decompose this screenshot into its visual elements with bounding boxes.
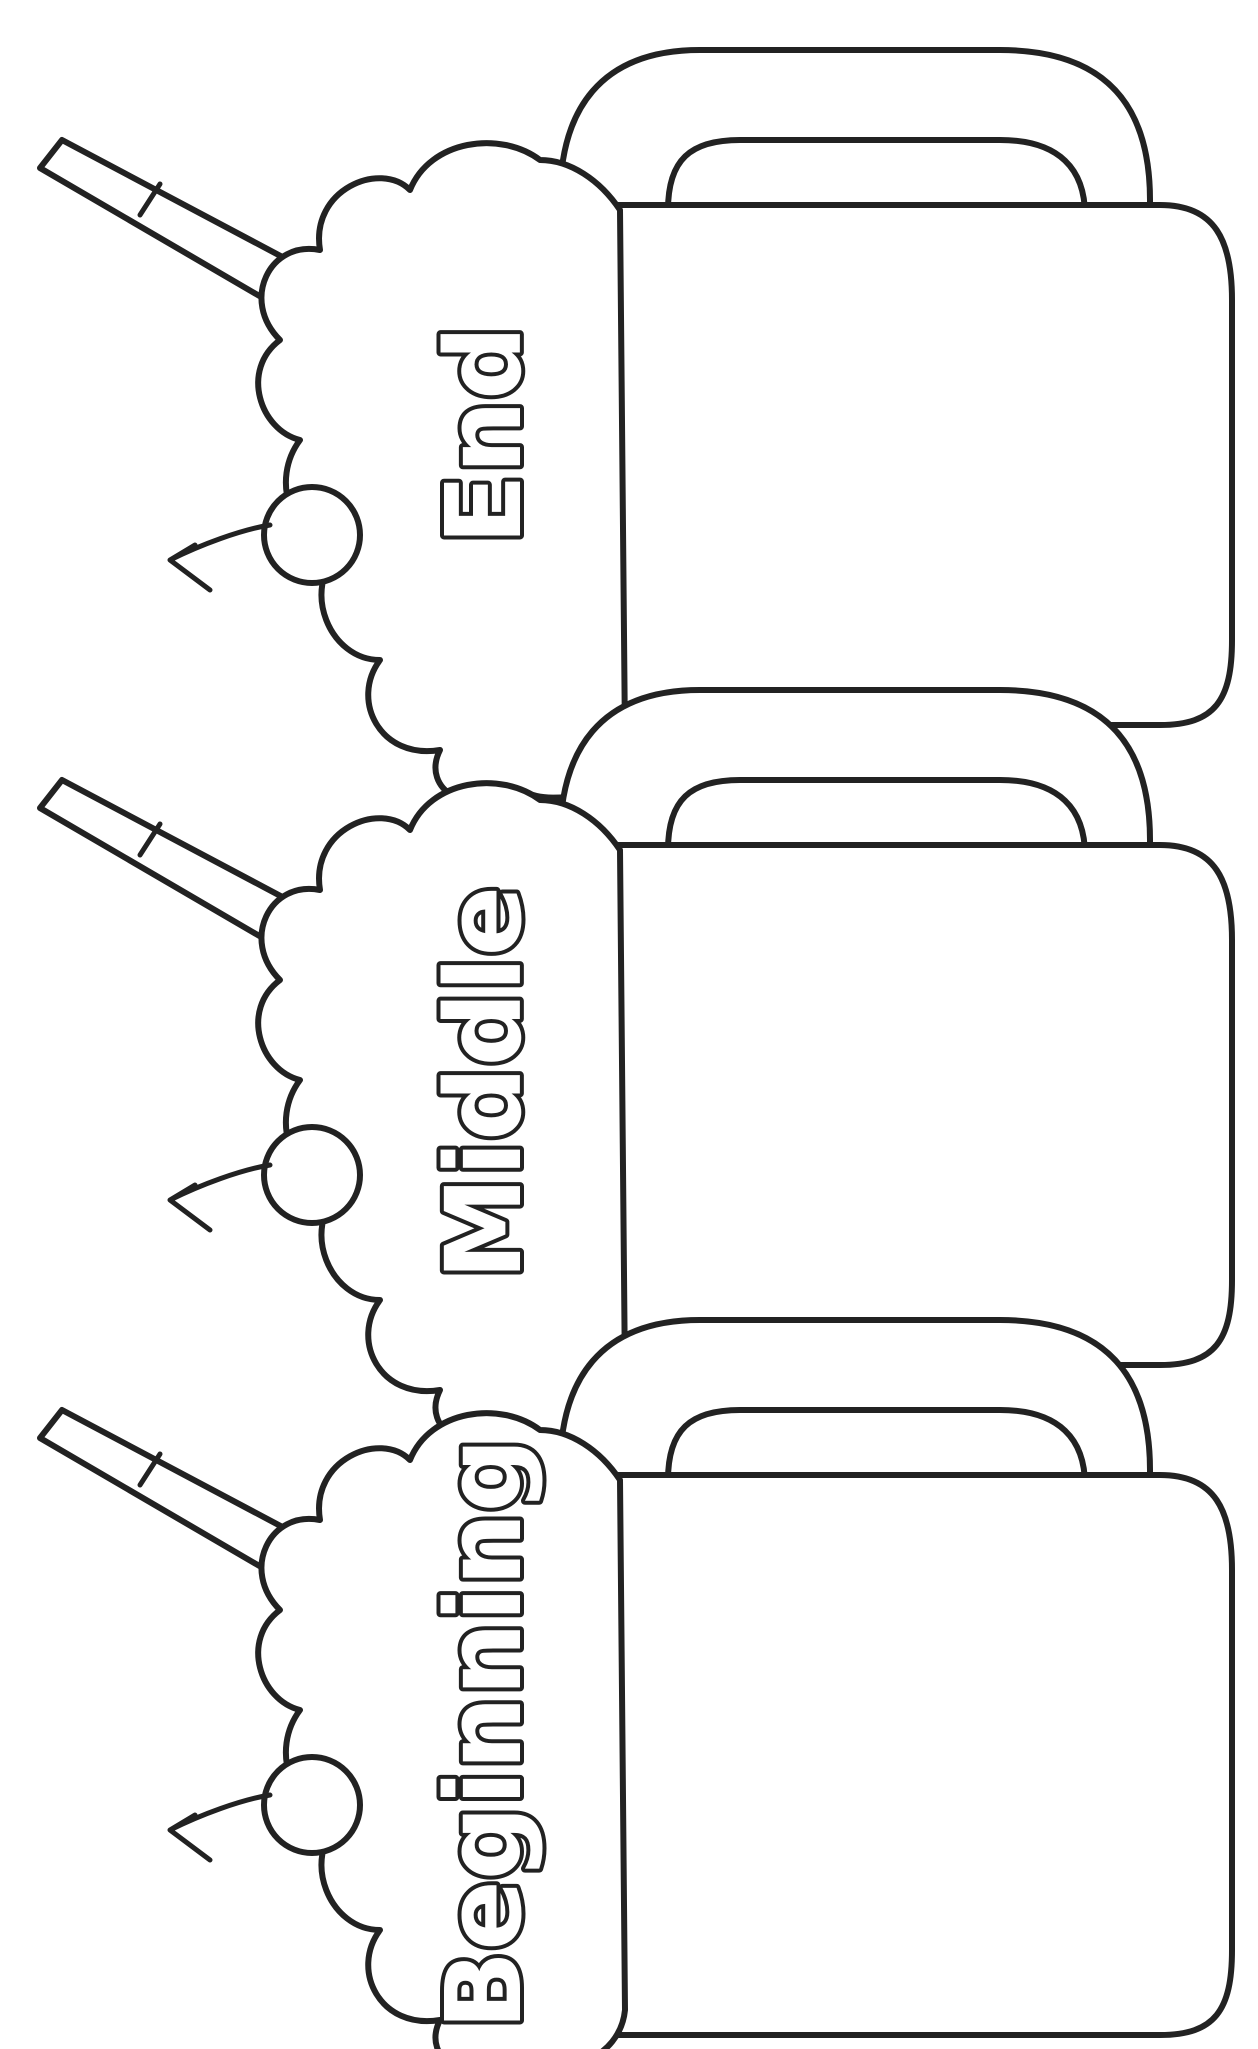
cherry	[261, 1754, 363, 1856]
mug-body[interactable]	[557, 842, 1235, 1368]
section-label-middle: Middle	[423, 886, 545, 1280]
straw-band	[137, 181, 163, 218]
milkshake-middle: Middle	[37, 687, 1235, 1446]
section-label-end: End	[423, 325, 545, 545]
section-label-beginning: Beginning	[423, 1438, 545, 2030]
straw-band	[137, 1451, 163, 1488]
cherry-stem	[167, 1162, 273, 1233]
milkshake-end: End	[37, 47, 1235, 806]
cherry-stem	[167, 1792, 273, 1863]
cherry	[261, 1124, 363, 1226]
mug-body[interactable]	[557, 202, 1235, 728]
straw-band	[137, 821, 163, 858]
cherry-stem	[167, 522, 273, 593]
milkshake-beginning: Beginning	[37, 1317, 1235, 2049]
cherry	[261, 484, 363, 586]
mug-body[interactable]	[557, 1472, 1235, 2038]
